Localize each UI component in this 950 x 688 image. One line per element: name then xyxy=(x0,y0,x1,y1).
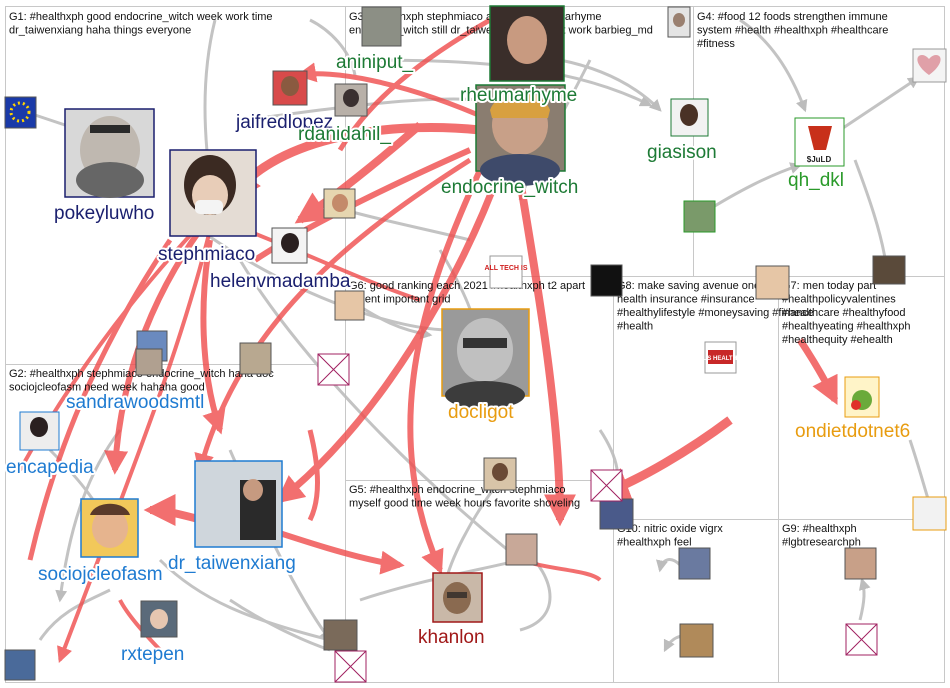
group-label-g1-line1: G1: #healthxph good endocrine_witch week… xyxy=(9,11,273,23)
group-label-g5-line2: myself good time week hours favorite sho… xyxy=(349,498,580,510)
label-stephmiaco: stephmiaco xyxy=(158,244,255,265)
node-qh-dkl-logo[interactable]: $JuLD xyxy=(794,117,845,167)
node-ondietdotnet6-logo[interactable] xyxy=(844,376,880,418)
node-sociojcleofasm[interactable] xyxy=(80,498,139,558)
group-label-g6-line2: urgent important grid xyxy=(349,294,451,306)
node-heart-icon[interactable] xyxy=(912,48,947,83)
alltechis-text: ALL TECH IS xyxy=(484,265,527,272)
group-label-g9-line2: #lgbtresearchph xyxy=(782,537,861,549)
group-label-g8-line4: #health xyxy=(617,321,653,333)
group-label-g7-line4: #healthyeating #healthxph xyxy=(782,321,910,333)
label-qh-dkl: qh_dkl xyxy=(788,170,844,191)
group-label-g4-line3: #fitness xyxy=(697,38,735,50)
label-sociojcleofasm: sociojcleofasm xyxy=(38,564,163,585)
node-pokeyluwho[interactable] xyxy=(64,108,155,198)
group-label-g9-line1: G9: #healthxph xyxy=(782,523,857,535)
ushealth-text: US HEALTH xyxy=(703,356,737,362)
group-label-g2-line2: sociojcleofasm need week hahaha good xyxy=(9,382,205,394)
group-label-g8-line1: G8: make saving avenue one xyxy=(617,280,760,292)
label-khanlon: khanlon xyxy=(418,627,485,648)
group-label-g8-line2: health insurance #insurance xyxy=(617,294,755,306)
node-docligot[interactable] xyxy=(441,308,530,409)
group-label-g4-line2: system #health #healthxph #healthcare xyxy=(697,25,888,37)
node-khanlon[interactable] xyxy=(432,572,483,623)
group-label-g1-line2: dr_taiwenxiang haha things everyone xyxy=(9,25,191,37)
group-label-g4-line1: G4: #food 12 foods strengthen immune xyxy=(697,11,888,23)
group-labels: G1: #healthxph good endocrine_witch week… xyxy=(9,11,910,549)
group-label-g7-line3: #healthcare #healthyfood xyxy=(782,307,906,319)
label-aniniput: aniniput_ xyxy=(336,52,414,73)
label-giasison: giasison xyxy=(647,142,717,163)
label-dr-taiwenxiang: dr_taiwenxiang xyxy=(168,553,296,574)
group-label-g7-line5: #healthequity #ehealth xyxy=(782,334,893,346)
node-stephmiaco[interactable] xyxy=(169,149,257,237)
node-ushealth[interactable]: US HEALTH xyxy=(703,341,737,374)
group-label-g7-line2: #healthpolicyvalentines xyxy=(782,294,896,306)
label-helenvmadamba: helenvmadamba xyxy=(210,271,351,292)
small-avatars xyxy=(4,6,947,681)
label-endocrine-witch: endocrine_witch xyxy=(441,177,578,198)
group-label-g10-line2: #healthxph feel xyxy=(617,537,692,549)
group-label-g7-line1: G7: men today part xyxy=(782,280,876,292)
label-sandrawoodsmtl: sandrawoodsmtl xyxy=(66,392,204,413)
group-label-g8-line3: #healthylifestyle #moneysaving #finance xyxy=(617,307,814,319)
group-label-g5-line1: G5: #healthxph endocrine_witch stephmiac… xyxy=(349,484,565,496)
label-rdanidahil: rdanidahil_ xyxy=(298,124,391,145)
label-docligot: docligot xyxy=(448,402,514,423)
label-rxtepen: rxtepen xyxy=(121,644,184,665)
group-label-g10-line1: G10: nitric oxide vigrx xyxy=(617,523,723,535)
node-endocrine-witch[interactable] xyxy=(475,84,566,186)
label-ondietdotnet6: ondietdotnet6 xyxy=(795,421,910,442)
node-alltechis[interactable]: ALL TECH IS xyxy=(484,255,528,289)
label-rheumarhyme: rheumarhyme xyxy=(460,85,577,106)
label-encapedia: encapedia xyxy=(6,457,94,478)
broken-image-placeholders xyxy=(317,353,878,683)
node-dr-taiwenxiang[interactable] xyxy=(194,460,283,548)
node-labels: pokeyluwho jaifredlopez stephmiaco helen… xyxy=(4,50,912,667)
julid-text: $JuLD xyxy=(807,155,832,164)
group-label-g6-line1: G6: good ranking each 2021 #healthxph t2… xyxy=(349,280,585,292)
label-jaifredlopez: jaifredlopez xyxy=(235,112,333,133)
node-rheumarhyme[interactable] xyxy=(489,5,565,82)
label-pokeyluwho: pokeyluwho xyxy=(54,203,154,224)
